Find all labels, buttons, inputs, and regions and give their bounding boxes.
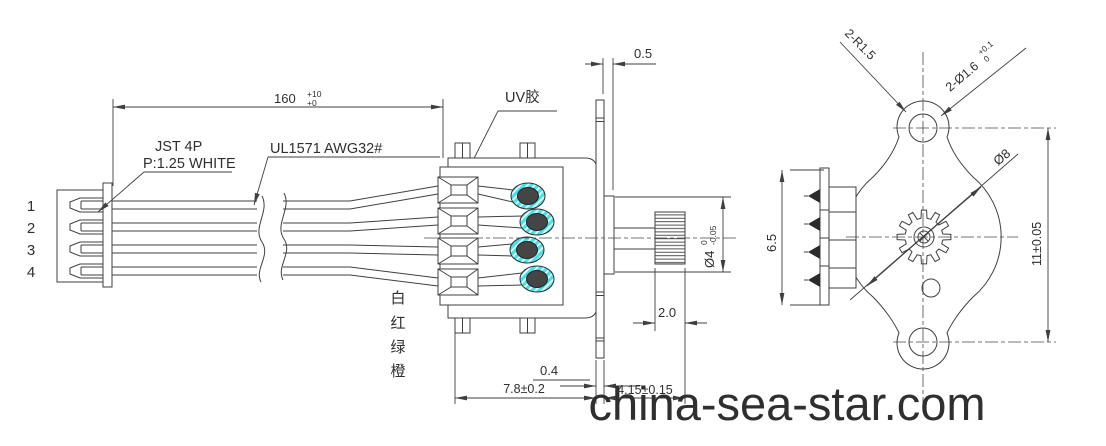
dim-block-width: 6.5 [764, 169, 824, 306]
dim-body-depth: 7.8±0.2 [454, 333, 597, 404]
dim-cable-length-tol-upper: +10 [307, 89, 322, 99]
cable-spec-text: UL1571 AWG32# [270, 141, 382, 157]
dim-flange-thickness-value: 0.4 [540, 363, 558, 378]
dim-cable-length: 160 +10 +0 [112, 89, 444, 186]
terminal-block-side [804, 167, 857, 306]
label-cable-spec: UL1571 AWG32# [253, 141, 440, 206]
terminal-pins [808, 189, 820, 287]
dim-shaft-dia-tol-lower: -0.05 [708, 225, 718, 245]
connector-pitch-text: P:1.25 WHITE [143, 156, 236, 172]
dim-ear-radius-value: 2-R1.5 [842, 26, 878, 62]
solder-balls [516, 187, 548, 288]
dim-ear-radius: 2-R1.5 [839, 26, 907, 113]
pin-number-4: 4 [27, 264, 35, 281]
dim-flange-gap: 0.5 [585, 46, 656, 190]
dim-flange-thickness: 0.4 [533, 360, 640, 393]
watermark-text: china-sea-star.com [588, 377, 985, 430]
dim-shaft-length-value: 4.15±0.15 [617, 383, 673, 397]
dim-body-dia: Ø8 [849, 146, 1019, 301]
pin-number-3: 3 [27, 242, 35, 259]
dim-hole-pitch-value: 11±0.05 [1030, 222, 1044, 266]
dim-shaft-length: 4.15±0.15 [603, 383, 685, 404]
shaft-boss [603, 195, 615, 275]
connector-type-text: JST 4P [155, 139, 202, 155]
label-connector-type: JST 4P P:1.25 WHITE [97, 139, 236, 213]
dim-body-depth-value: 7.8±0.2 [503, 382, 545, 396]
dim-body-dia-value: Ø8 [990, 146, 1013, 169]
dim-hole-dia-value: 2-Ø1.6 [943, 59, 981, 94]
dim-flange-gap-value: 0.5 [634, 46, 652, 61]
connector-side-view: 1 2 3 4 [27, 182, 113, 288]
uv-glue-text: UV胶 [505, 89, 540, 106]
pin-number-2: 2 [27, 220, 35, 237]
wire-break [258, 192, 288, 283]
wire-color-2: 红 [390, 315, 405, 332]
motor-shaft [614, 227, 655, 250]
dim-hole-pitch: 11±0.05 [1030, 128, 1051, 342]
dim-shaft-dia-tol-upper: 0 [699, 240, 709, 245]
dim-cable-length-value: 160 [274, 91, 296, 106]
mounting-flange-edge [595, 99, 605, 359]
uv-glue-solder-joints [509, 182, 555, 293]
connector-face-plate [102, 182, 113, 288]
motor-mounting-tabs [454, 142, 536, 334]
dim-hole-dia-tol-lower: 0 [982, 53, 992, 64]
wire-color-4: 橙 [390, 363, 405, 380]
dim-shaft-dia-value: Ø4 [702, 251, 717, 268]
terminal-lead-wires [477, 185, 523, 287]
dim-gear-width-value: 2.0 [658, 305, 676, 320]
wire-color-note: 白 红 绿 橙 [390, 290, 405, 380]
dim-hole-dia: 2-Ø1.6 +0.1 0 [940, 39, 1027, 117]
pin-number-1: 1 [27, 198, 35, 215]
dim-gear-width: 2.0 [633, 268, 707, 404]
wire-color-1: 白 [390, 290, 405, 307]
wire-color-3: 绿 [390, 339, 405, 356]
dim-shaft-dia: Ø4 0 -0.05 [615, 196, 731, 273]
terminal-blocks [437, 176, 479, 296]
dim-cable-length-tol-lower: +0 [307, 98, 317, 108]
wire-bundle [112, 185, 439, 287]
dim-block-width-value: 6.5 [764, 234, 779, 252]
pilot-hole [921, 278, 941, 298]
motor-end-view [804, 52, 1056, 406]
motor-side-view [424, 99, 736, 359]
